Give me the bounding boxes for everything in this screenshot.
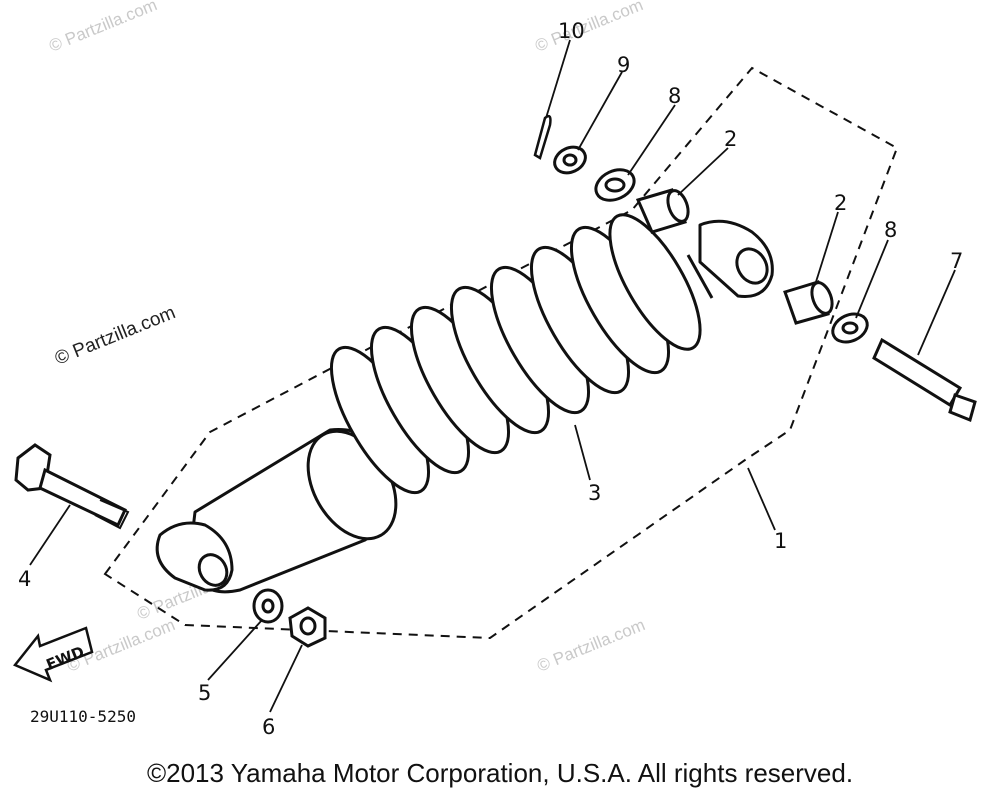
watermark-lower-mid: © Partzilla.com [534, 615, 647, 676]
copyright-notice: ©2013 Yamaha Motor Corporation, U.S.A. A… [146, 758, 854, 788]
watermark-top-left: © Partzilla.com [46, 0, 159, 56]
bolt-part-4 [14, 443, 130, 530]
watermark-top-center: © Partzilla.com [532, 0, 645, 56]
callout-5: 5 [198, 681, 211, 705]
pin-part-7 [872, 337, 977, 423]
seal-part-8-lower [831, 312, 869, 344]
callout-1: 1 [774, 529, 787, 553]
collar-part-2-upper [635, 188, 690, 234]
washer-part-9 [553, 145, 587, 175]
callout-7: 7 [950, 249, 963, 273]
collar-part-2-lower [783, 280, 834, 325]
callout-8-upper: 8 [668, 84, 681, 108]
callout-4: 4 [18, 567, 31, 591]
diagram-part-number: 29U110-5250 [30, 707, 136, 726]
callout-2-upper: 2 [724, 127, 737, 151]
callout-8-lower: 8 [884, 218, 897, 242]
callout-labels: 10 9 8 2 2 8 7 3 1 4 5 6 [18, 19, 963, 739]
nut-part-6 [288, 606, 327, 648]
callout-6: 6 [262, 715, 275, 739]
watermark-left: © Partzilla.com [52, 302, 179, 369]
callout-2-lower: 2 [834, 191, 847, 215]
fwd-arrow: FWD [13, 626, 94, 683]
leader-lines [29, 39, 956, 713]
cotter-pin-part-10 [533, 114, 552, 160]
seal-part-8-upper [594, 168, 636, 202]
callout-9: 9 [617, 53, 630, 77]
shock-absorber-assembly [155, 213, 774, 594]
washer-part-5 [252, 588, 284, 624]
callout-10: 10 [558, 19, 585, 43]
assembly-outline-dashed [103, 66, 899, 640]
callout-3: 3 [588, 481, 601, 505]
coil-spring [329, 213, 702, 495]
